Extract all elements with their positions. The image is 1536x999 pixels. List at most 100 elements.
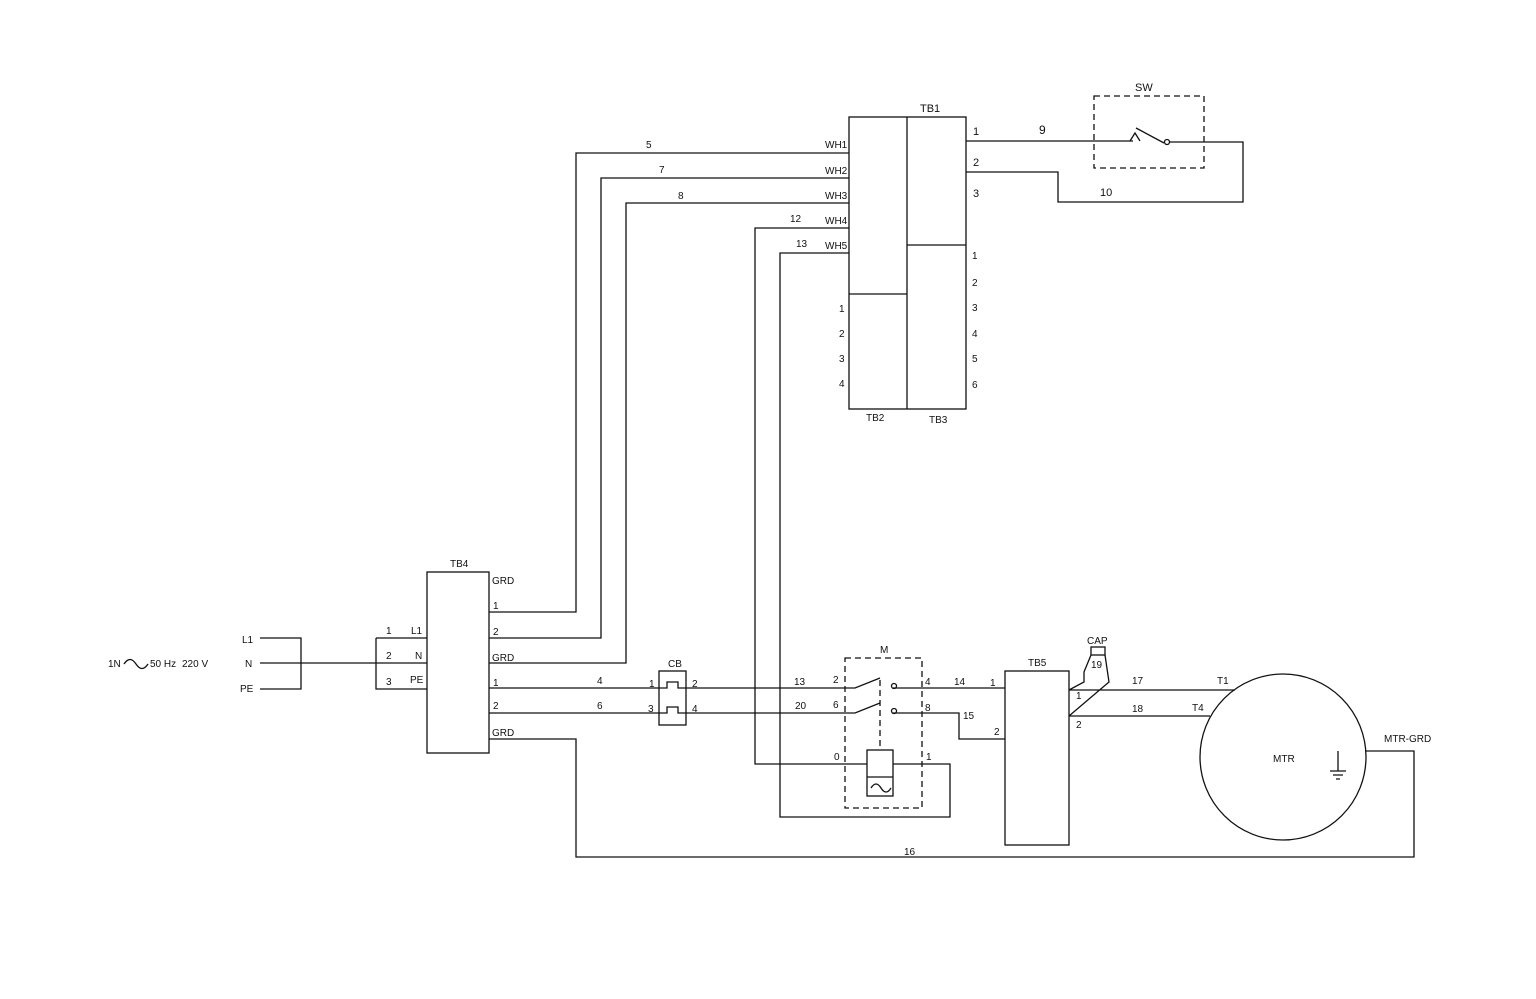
wire-number: 6: [597, 701, 603, 712]
tb1-wh-label: WH4: [825, 216, 848, 227]
wire-number: 13: [796, 239, 808, 250]
m-contacts: [845, 677, 922, 714]
tb2-pin: 1: [839, 304, 845, 315]
tb3-pin: 2: [972, 278, 978, 289]
wire-16: [489, 738, 1415, 858]
tb4-left-num: 1: [386, 626, 392, 637]
terminal-block-tb4: TB4 1 2 3 L1 N PE GRD 1 2 GRD 1 2 GRD: [386, 559, 514, 754]
circuit-breaker-cb: CB 1 2 3 4: [489, 659, 845, 726]
tb1-wh-label: WH3: [825, 191, 848, 202]
wire-8: [489, 202, 849, 664]
sw-enclosure: [1093, 95, 1205, 169]
wire-numbers: 5 7 8 12 13 9 10 4 6 13 20 14 15 17 18 1…: [597, 123, 1144, 858]
supply-line-label-l1: L1: [242, 635, 254, 646]
supply-frequency-label: 50 Hz: [150, 659, 176, 670]
tb4-right-label: GRD: [492, 728, 514, 739]
control-wires: [489, 152, 1415, 858]
tb1-wh-label: WH1: [825, 140, 848, 151]
wire-number: 15: [963, 711, 975, 722]
m-pin: 4: [925, 677, 931, 688]
cb-pin: 1: [649, 679, 655, 690]
cb-title: CB: [668, 659, 682, 670]
tb3-pin: 6: [972, 380, 978, 391]
tb4-title: TB4: [450, 559, 469, 570]
wire-number: 18: [1132, 704, 1144, 715]
wire-number: 16: [904, 847, 916, 858]
tb2-pin: 2: [839, 329, 845, 340]
switch-sw: SW: [966, 82, 1244, 203]
sw-contact: [966, 127, 1165, 144]
tb4-right-label: 1: [493, 678, 499, 689]
cap-title: CAP: [1087, 636, 1108, 647]
tb3-title: TB3: [929, 415, 948, 426]
tb1-wh-label: WH5: [825, 241, 848, 252]
cap-motor-wires: [1068, 654, 1235, 717]
tb4-left-name: N: [415, 651, 422, 662]
tb1-title: TB1: [920, 103, 940, 115]
m-pin: 2: [833, 675, 839, 686]
wire-number: 13: [794, 677, 806, 688]
wire-12: [754, 227, 849, 765]
cb-pin: 2: [692, 679, 698, 690]
m-pin: 0: [834, 752, 840, 763]
supply-line-label-n: N: [245, 659, 252, 670]
sw-return-wire: [966, 141, 1244, 203]
motor-mtr: MTR T1 T4 MTR-GRD: [1192, 673, 1431, 841]
wire-number: 12: [790, 214, 802, 225]
m-pin: 1: [926, 752, 932, 763]
tb4-right-label: GRD: [492, 576, 514, 587]
wire-number: 7: [659, 165, 665, 176]
supply-line-label-pe: PE: [240, 684, 254, 695]
wire-13: [779, 252, 951, 818]
wire-5: [489, 152, 849, 613]
tb3-pin: 3: [972, 303, 978, 314]
motor-title: MTR: [1273, 754, 1295, 765]
tb5-left-pin: 2: [994, 727, 1000, 738]
cb-pin: 3: [648, 704, 654, 715]
ground-icon: [1330, 751, 1346, 780]
sw-pivot: [1163, 138, 1171, 146]
tb3-pin: 5: [972, 354, 978, 365]
tb5-right-pin: 1: [1076, 691, 1082, 702]
cb-power-wires: [489, 681, 845, 714]
m-coil-icon: [845, 763, 922, 793]
tb4-right-label: 2: [493, 701, 499, 712]
tb5-left-pin: 1: [990, 678, 996, 689]
tb5-right-pin: 2: [1076, 720, 1082, 731]
tb1-right-pin: 1: [973, 126, 979, 138]
m-title: M: [880, 645, 888, 656]
tb4-right-label: GRD: [492, 653, 514, 664]
m-enclosure: [844, 657, 923, 809]
tb4-left-name: PE: [410, 675, 424, 686]
tb4-right-label: 1: [493, 601, 499, 612]
tb5-input-wires: [922, 687, 1005, 740]
tb1-wh-label: WH2: [825, 166, 848, 177]
motor-terminal-t4: T4: [1192, 703, 1204, 714]
cap-number: 19: [1091, 660, 1103, 671]
m-pin: 6: [833, 700, 839, 711]
wire-number: 8: [678, 191, 684, 202]
tb4-left-num: 2: [386, 651, 392, 662]
tb2-title: TB2: [866, 413, 885, 424]
capacitor-cap: CAP 19: [1068, 636, 1235, 717]
ac-sine-icon: [123, 658, 149, 670]
tb5-title: TB5: [1028, 658, 1047, 669]
m-contact-node: [890, 682, 898, 690]
m-pin: 8: [925, 703, 931, 714]
tb5-box: [1004, 670, 1070, 846]
tb-dividers: [849, 117, 966, 409]
tb1-right-pin: 2: [973, 157, 979, 169]
supply-input: 1N 50 Hz 220 V L1 N PE: [108, 635, 427, 695]
terminal-block-tb5: TB5 1 2 1 2: [922, 658, 1082, 846]
wire-number: 14: [954, 677, 966, 688]
motor-circle: [1199, 673, 1367, 841]
terminal-block-tb1-group: TB1 WH1 WH2 WH3 WH4 WH5 1 2 3 TB2 1 2 3 …: [825, 103, 979, 426]
wire-number: 17: [1132, 676, 1144, 687]
tb4-right-label: 2: [493, 627, 499, 638]
tb3-pin: 1: [972, 251, 978, 262]
cap-symbol: [1090, 646, 1106, 656]
tb4-left-name: L1: [411, 626, 423, 637]
tb4-box: [426, 571, 490, 754]
tb3-pin: 4: [972, 329, 978, 340]
